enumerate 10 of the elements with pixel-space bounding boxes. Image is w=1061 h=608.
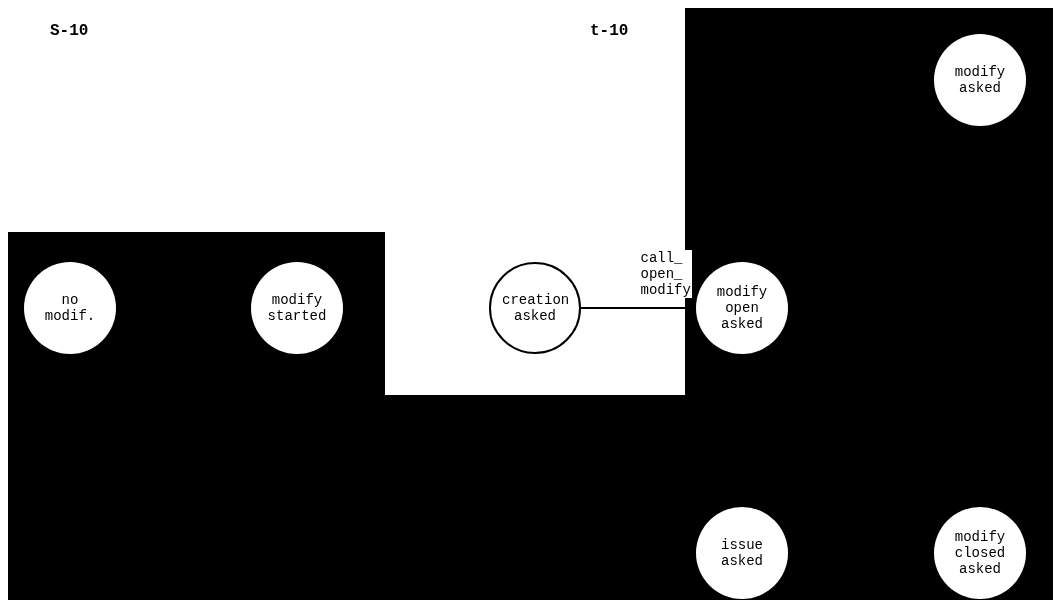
state-label: creation asked: [502, 292, 568, 324]
state-label: no modif.: [43, 292, 97, 324]
state-label: modify started: [266, 292, 328, 324]
time-label: S-10: [50, 22, 89, 40]
state-label: modify open asked: [715, 284, 769, 332]
state-label: issue asked: [720, 537, 764, 569]
time-label: t-10: [590, 22, 629, 40]
state-label: modify closed asked: [953, 529, 1007, 577]
state-label: modify asked: [953, 64, 1007, 96]
edge-label: call_ open_ modify: [640, 250, 692, 298]
